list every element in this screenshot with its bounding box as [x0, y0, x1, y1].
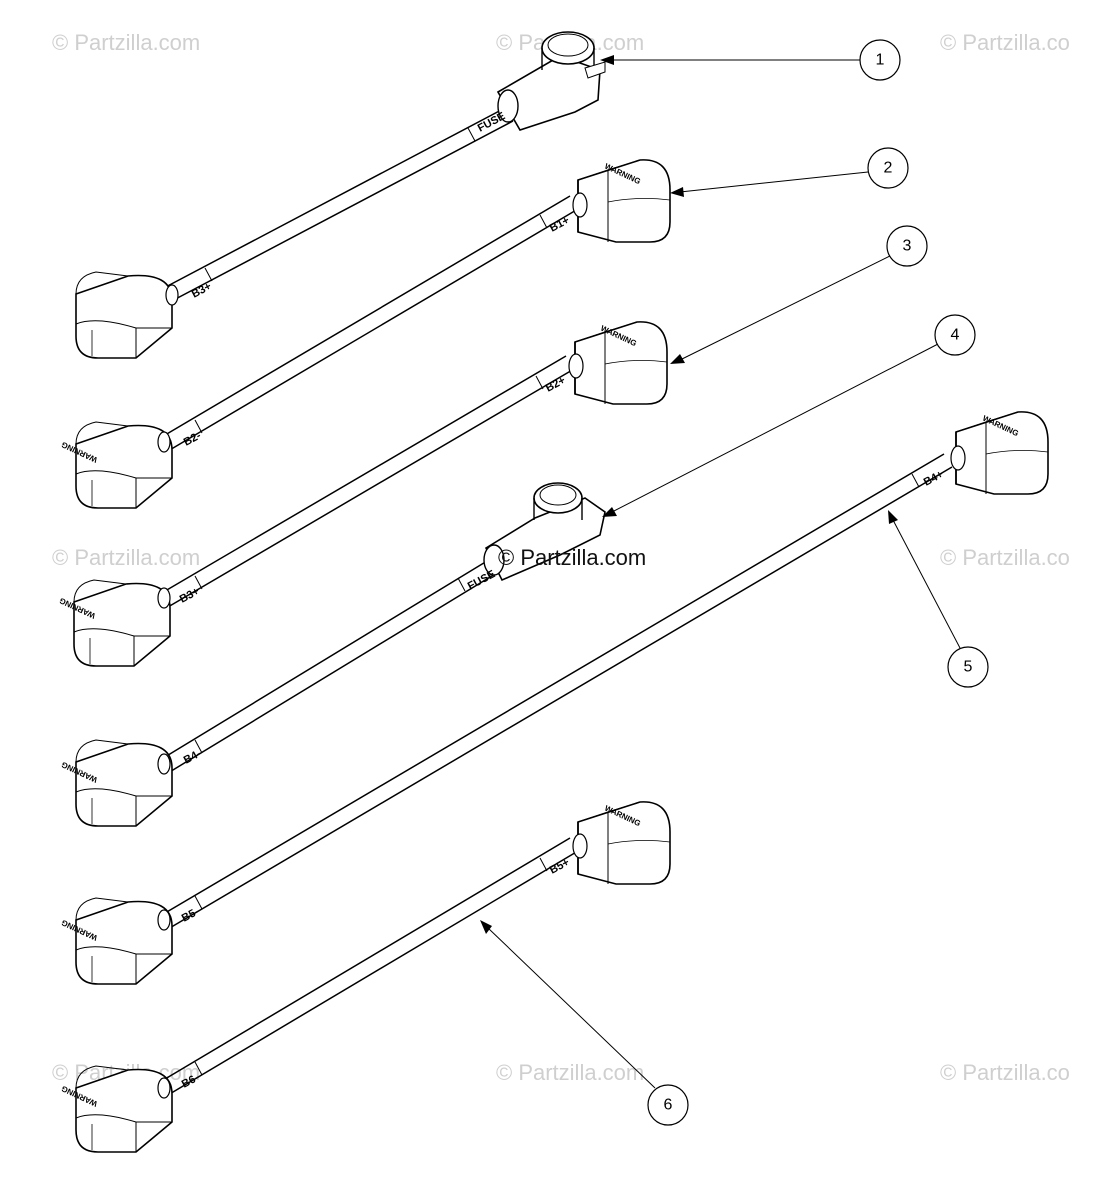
callout-6-number: 6	[664, 1097, 673, 1114]
callout-3-number: 3	[903, 238, 912, 255]
watermark-center: © Partzilla.com	[498, 545, 646, 570]
cable-2-top-label: B1+	[548, 214, 572, 234]
watermark-mid-left: © Partzilla.com	[52, 545, 200, 570]
cable-6-top-label: B5+	[548, 856, 572, 876]
cable-3-top-label: B2+	[544, 374, 568, 394]
callout-4[interactable]: 4	[602, 314, 976, 517]
watermark-top-right: © Partzilla.co	[940, 30, 1070, 55]
callout-4-number: 4	[951, 327, 960, 344]
cable-3-bottom-label: B3+	[178, 585, 202, 605]
watermark-top-left: © Partzilla.com	[52, 30, 200, 55]
cable-1-fuse-label: FUSE	[476, 110, 508, 134]
cable-1: FUSE B3+	[75, 31, 606, 359]
callout-3[interactable]: 3	[670, 225, 928, 364]
cable-5-bottom-label: B5-	[180, 906, 202, 925]
callout-5-number: 5	[964, 659, 973, 676]
cable-4: FUSE B4- WARNING	[60, 482, 606, 827]
watermark-mid-right: © Partzilla.co	[940, 545, 1070, 570]
cable-1-end-label: B3+	[190, 280, 214, 300]
cable-3: B2+ B3+ WARNING WARNING	[58, 321, 668, 667]
cable-6: B5+ B6- WARNING WARNING	[60, 801, 671, 1153]
callout-1-number: 1	[876, 52, 885, 69]
watermark-bottom-right: © Partzilla.co	[940, 1060, 1070, 1085]
watermark-bottom-center: © Partzilla.com	[496, 1060, 644, 1085]
callout-2-number: 2	[884, 160, 893, 177]
callout-5[interactable]: 5	[888, 510, 989, 688]
callout-6[interactable]: 6	[480, 920, 689, 1126]
callout-2[interactable]: 2	[670, 147, 909, 197]
cable-5-top-label: B4+	[922, 468, 946, 488]
callout-1[interactable]: 1	[600, 39, 901, 81]
cable-5: B4+ B5- WARNING WARNING	[60, 411, 1049, 985]
